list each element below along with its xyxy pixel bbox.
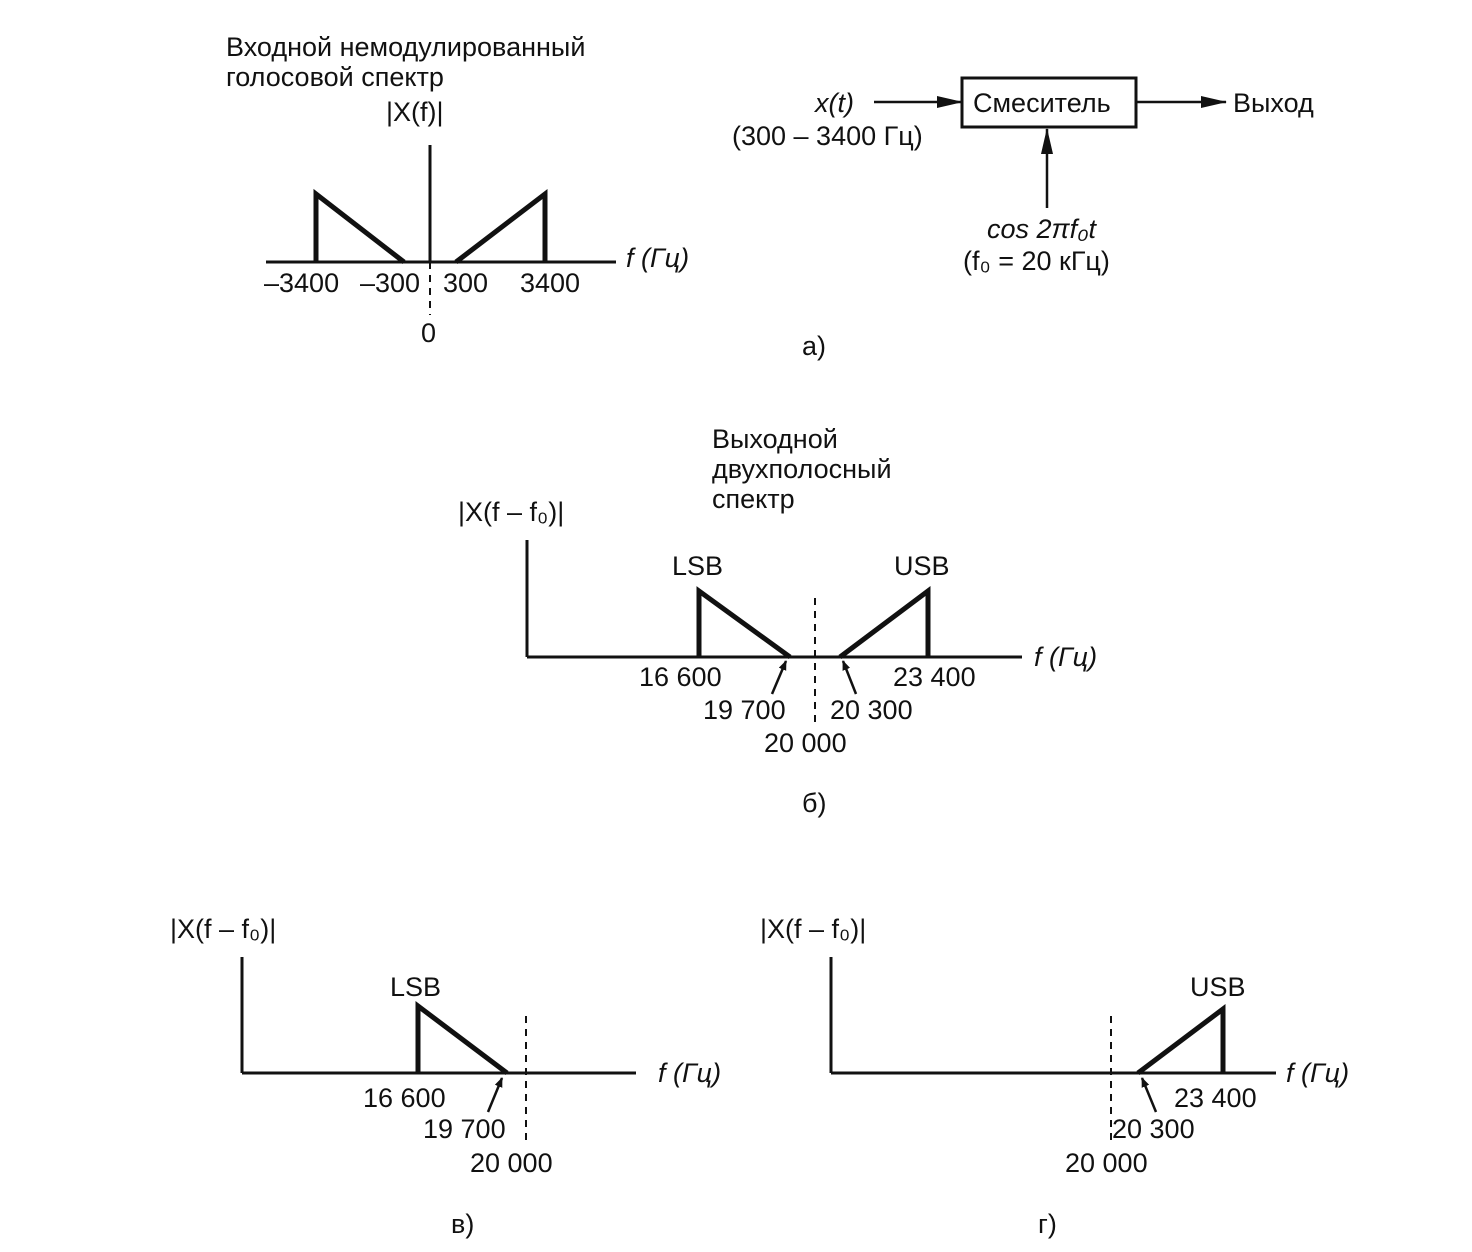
panel-a-tick-neg3400: –3400 — [264, 268, 339, 298]
panel-b-lsb-spectrum — [696, 586, 792, 660]
panel-a-positive-spectrum — [454, 188, 548, 264]
panel-b-usb-spectrum — [838, 586, 931, 659]
panel-b-lsb-label: LSB — [672, 551, 723, 581]
panel-g-usb-label: USB — [1190, 972, 1246, 1002]
panel-g-tick-20300: 20 300 — [1112, 1114, 1195, 1144]
panel-b-title-line3: спектр — [712, 484, 795, 514]
panel-a-title-line2: голосовой спектр — [226, 62, 444, 92]
panel-a-tick-3400: 3400 — [520, 268, 580, 298]
input-signal-label: x(t) — [813, 88, 854, 118]
panel-b-tick-20300: 20 300 — [830, 695, 913, 725]
panel-v-tick-19700: 19 700 — [423, 1114, 506, 1144]
panel-v-19700-pointer — [486, 1077, 504, 1113]
panel-g-caption: г) — [1038, 1209, 1057, 1239]
panel-g-tick-20000: 20 000 — [1065, 1148, 1148, 1178]
panel-v-caption: в) — [451, 1209, 474, 1239]
panel-b: Выходной двухполосный спектр |X(f – f₀)|… — [458, 424, 1097, 818]
panel-a-caption: а) — [802, 331, 826, 361]
panel-b-20300-pointer — [841, 660, 858, 695]
panel-v-tick-16600: 16 600 — [363, 1083, 446, 1113]
panel-a-x-axis-label: f (Гц) — [626, 243, 689, 273]
panel-b-y-axis-label: |X(f – f₀)| — [458, 497, 564, 527]
panel-v-y-axis-label: |X(f – f₀)| — [170, 914, 276, 944]
panel-g: |X(f – f₀)| USB f (Гц) 20 300 20 000 23 … — [760, 914, 1349, 1239]
local-oscillator-frequency: (f₀ = 20 кГц) — [963, 246, 1110, 276]
panel-b-tick-23400: 23 400 — [893, 662, 976, 692]
panel-b-x-axis-label: f (Гц) — [1034, 642, 1097, 672]
panel-g-y-axis-label: |X(f – f₀)| — [760, 914, 866, 944]
mixer-label: Смеситель — [973, 88, 1111, 118]
output-label: Выход — [1233, 88, 1314, 118]
panel-g-20300-pointer — [1140, 1077, 1158, 1113]
panel-b-tick-19700: 19 700 — [703, 695, 786, 725]
panel-g-usb-spectrum — [1136, 1003, 1226, 1075]
panel-b-tick-16600: 16 600 — [639, 662, 722, 692]
panel-b-19700-pointer — [770, 660, 788, 695]
panel-v-lsb-label: LSB — [390, 972, 441, 1002]
panel-b-caption: б) — [802, 788, 826, 818]
local-oscillator-label: cos 2πf₀t — [987, 214, 1098, 244]
mixer-block-diagram: x(t) (300 – 3400 Гц) Смеситель Выход cos… — [732, 76, 1314, 276]
panel-b-usb-label: USB — [894, 551, 950, 581]
panel-b-tick-20000: 20 000 — [764, 728, 847, 758]
panel-a-negative-spectrum — [313, 188, 406, 264]
panel-b-title-line1: Выходной — [712, 424, 838, 454]
panel-a-y-axis-label: |X(f)| — [386, 97, 444, 127]
panel-g-x-axis-label: f (Гц) — [1286, 1058, 1349, 1088]
panel-g-tick-23400: 23 400 — [1174, 1083, 1257, 1113]
panel-v-x-axis-label: f (Гц) — [658, 1058, 721, 1088]
panel-a-title-line1: Входной немодулированный — [226, 32, 585, 62]
panel-b-title-line2: двухполосный — [712, 454, 892, 484]
input-frequency-range: (300 – 3400 Гц) — [732, 121, 923, 151]
panel-v: |X(f – f₀)| LSB f (Гц) 16 600 19 700 20 … — [170, 914, 721, 1239]
panel-a: Входной немодулированный голосовой спект… — [226, 32, 826, 361]
panel-a-tick-300: 300 — [443, 268, 488, 298]
panel-a-tick-neg300: –300 — [360, 268, 420, 298]
panel-a-tick-zero: 0 — [421, 318, 436, 348]
panel-v-lsb-spectrum — [415, 1000, 509, 1075]
panel-v-tick-20000: 20 000 — [470, 1148, 553, 1178]
